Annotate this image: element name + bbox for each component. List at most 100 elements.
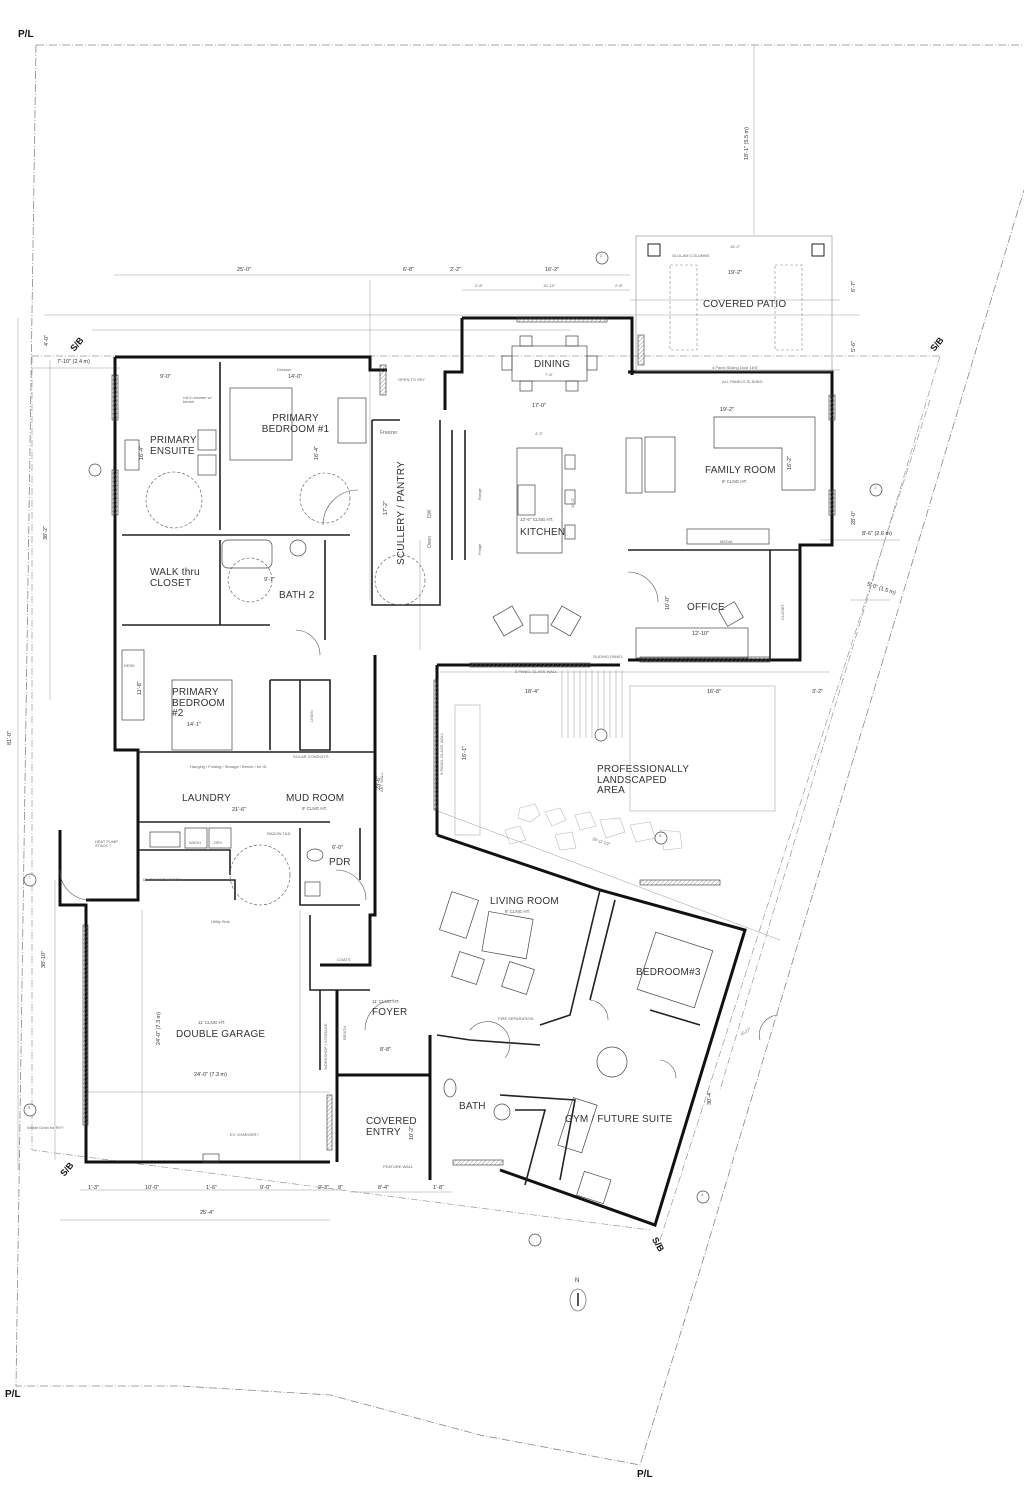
dim-bed2-11-8: 11'-8" [137, 681, 143, 695]
note-glass-wall: 3 PANEL GLASS WALL [515, 669, 558, 674]
room-living-room: LIVING ROOM [490, 896, 559, 907]
note-desk: DESK [124, 663, 135, 668]
note-radon: RADON T&D [267, 831, 291, 836]
note-linen: LINEN [309, 710, 314, 722]
section-marker-2[interactable]: 2 [600, 253, 603, 258]
foyer-ceiling: 11' CLNG HT. [372, 999, 400, 1004]
dim-patio-15-2: 15'-2" [730, 244, 741, 249]
room-dining: DINING [534, 359, 571, 370]
dim-bot-9-0: 9'-0" [260, 1185, 271, 1191]
dim-bot-1-3: 1'-3" [88, 1185, 99, 1191]
dim-office-10-0: 10'-0" [665, 595, 671, 610]
property-line [15, 44, 1024, 1466]
room-professionally-landscaped-area: PROFESSIONALLY LANDSCAPED AREA [597, 764, 689, 796]
room-office: OFFICE [687, 602, 725, 613]
dim-kitchen-10-0: 10'-0" [570, 497, 575, 508]
patio-outline [635, 235, 833, 372]
note-sliding-door: 4 Panel Sliding Door 16'6" [712, 365, 759, 370]
dim-bot-1-6: 1'-6" [206, 1185, 217, 1191]
room-kitchen: KITCHEN [520, 527, 566, 538]
room-covered-patio: COVERED PATIO [703, 299, 787, 310]
section-marker-5[interactable]: 5 [659, 833, 662, 838]
dim-office-12-10: 12'-10" [692, 631, 710, 637]
note-closet: CLOSET [780, 603, 785, 620]
section-marker-1[interactable]: 1 [874, 485, 877, 490]
room-gym-future-suite: GYM / FUTURE SUITE [565, 1114, 673, 1125]
dim-left-38-10: 38'-10" [41, 950, 47, 968]
dimension-lines [17, 45, 900, 1221]
dim-gym-30-4: 30'-4" [707, 1090, 713, 1105]
dim-bot-1-8: 1'-8" [433, 1185, 444, 1191]
note-range: Range [477, 488, 482, 500]
section-marker-7[interactable]: 7 [28, 875, 31, 880]
note-utility-sink: Utility Sink [211, 919, 230, 924]
note-solar-conduits: SOLAR CONDUITS [293, 754, 329, 759]
dim-family-16-2: 16'-2" [787, 455, 793, 470]
dim-bath2-9-7: 9'-7" [264, 577, 275, 583]
dim-land-16-1: 16'-1" [462, 745, 468, 760]
dim-top-16-2: 16'-2" [545, 267, 560, 273]
garage-ceiling: 11' CLNG HT. [198, 1020, 226, 1025]
section-marker-4[interactable]: 4 [701, 1192, 704, 1197]
dim-bot-8: 8" [338, 1185, 344, 1191]
room-foyer: FOYER [372, 1007, 408, 1018]
note-workshop: WORKSHOP / STORAGE [323, 1023, 328, 1070]
dim-bot-25-4: 25'-4" [200, 1210, 215, 1216]
dim-land-16-8: 16'-8" [707, 689, 722, 695]
landscape-outline [454, 670, 776, 851]
kitchen-ceiling: 12'-6" CLNG HT. [520, 517, 554, 522]
setback-line [31, 355, 941, 1241]
north-label: N [575, 1278, 580, 1284]
room-double-garage: DOUBLE GARAGE [176, 1029, 266, 1040]
dim-left-7-10: 7'-10" (2.4 m) [57, 359, 90, 365]
dim-garage-24-0-horizontal: 24'-0" (7.3 m) [194, 1072, 227, 1078]
dim-kitchen-4-3: 4'-3" [535, 431, 543, 436]
door-swings [59, 471, 779, 1079]
windows [82, 317, 836, 1166]
note-oven: Oven [427, 536, 433, 548]
dim-setback-18-1: 18'-1" (5.5 m) [744, 127, 750, 160]
dim-patio-5-6: 5'-6" [851, 341, 857, 352]
room-bath-2: BATH 2 [279, 590, 315, 601]
living-room-ceiling: 9' CLNG HT. [505, 909, 531, 914]
room-scullery-pantry: SCULLERY / PANTRY [396, 461, 407, 565]
mud-room-ceiling: 9' CLNG HT. [302, 806, 328, 811]
property-line-label: P/L [5, 1389, 21, 1400]
dim-land-3-2: 3'-2" [812, 689, 823, 695]
room-bath: BATH [459, 1101, 486, 1112]
section-marker-3[interactable]: 3 [28, 1105, 31, 1110]
dim-ensuite-16-4: 16'-4" [139, 445, 145, 460]
dim-garage-24-0-vertical: 24'-0" (7.3 m) [156, 1012, 162, 1045]
room-family-room: FAMILY ROOM [705, 465, 776, 476]
dim-dining-7-8: 7'-8" [545, 372, 553, 377]
property-line-label: P/L [637, 1469, 653, 1480]
dim-bot-2-3: 2'-3" [318, 1185, 329, 1191]
dim-top-10-10: 10'-10" [543, 283, 556, 288]
dim-left-81-0: 81'-0" [7, 730, 13, 745]
note-freezer: Freezer [380, 430, 398, 436]
dim-entry-10-2: 10'-2" [409, 1125, 415, 1140]
note-roll-in-shower: roll in shower w/ bench [183, 395, 212, 405]
dim-right-28-0: 28'-0" [851, 510, 857, 525]
dim-dining-17-0: 17'-0" [532, 403, 547, 409]
dim-top-2-8a: 2'-8" [475, 283, 483, 288]
note-dry: DRY [214, 840, 223, 845]
room-primary-bedroom-2: PRIMARY BEDROOM #2 [172, 687, 226, 719]
note-bench: BENCH [342, 1025, 347, 1040]
note-hanging: Hanging / Folding / Storage / Bench / fo… [190, 764, 267, 769]
note-glulam-columns: GLULAM COLUMNS [672, 253, 710, 258]
section-markers [23, 251, 883, 1247]
dim-bed1-16-4: 16'-4" [314, 445, 320, 460]
dim-top-25-0: 25'-0" [237, 267, 252, 273]
room-bedroom-3: BEDROOM#3 [636, 967, 701, 978]
room-primary-bedroom-1: PRIMARY BEDROOM #1 [261, 413, 330, 435]
dim-scullery-17-2: 17'-2" [383, 500, 389, 515]
note-fire-separation: FIRE SEPARATION [498, 1016, 534, 1021]
dim-patio-19-2: 19'-2" [728, 270, 743, 276]
note-heat-pump: HEAT PUMP STACK ? [95, 839, 118, 849]
note-ev-charger: EV CHARGER? [230, 1132, 259, 1137]
dim-left-4-0: 4'-0" [44, 335, 50, 346]
dim-left-38-2: 38'-2" [43, 525, 49, 540]
room-covered-entry: COVERED ENTRY [366, 1116, 417, 1138]
